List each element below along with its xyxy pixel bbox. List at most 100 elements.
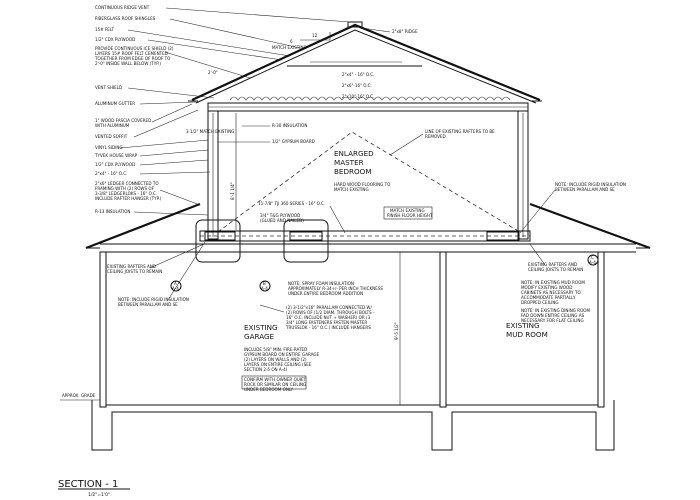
upper-height-dim: 8'-1 1/4" xyxy=(230,182,235,200)
tji-label: 11-7/8" TJI 360 SERIES - 16" O.C. xyxy=(258,201,325,206)
rigid-left-a: NOTE: INCLUDE RIGID INSULATION xyxy=(118,297,189,302)
confirm-box xyxy=(241,375,307,390)
garage-board-e: SECTION 2-5 ON A-4) xyxy=(244,367,288,372)
match-existing-left: 3 1/2" MATCH EXISTING xyxy=(186,129,234,134)
roof-match-existing-label: MATCH EXISTING xyxy=(272,45,307,50)
master-bedroom-line1: ENLARGED xyxy=(334,149,374,158)
left-note-14d: INCLUDE RAFTER HANGER (TYP.) xyxy=(95,196,162,201)
parallam-b: (2) ROWS OF (1/2 DIAM. THROUGH BOLTS - xyxy=(286,310,375,315)
spray-foam-c: UNDER ENTIRE BEDROOM ADDITION xyxy=(288,291,363,296)
garage-line1: EXISTING xyxy=(244,323,278,332)
left-note-10: VINYL SIDING xyxy=(95,145,123,150)
detail-box-left xyxy=(195,219,241,263)
plywood-label-a: 3/4" T&G PLYWOOD xyxy=(260,213,300,218)
rigid-right-b: BETWEEN PARALLAM AND SE xyxy=(555,187,615,192)
parallam-e: TRUSSLOK - 16" O.C.) INCLUDE HANGERS xyxy=(285,325,371,330)
callout-b-sub: A-4 xyxy=(261,286,268,291)
pitch-6-label: 6 xyxy=(290,39,293,44)
existing-rafters-right-b: CEILING JOISTS TO REMAIN xyxy=(528,267,583,272)
callout-a-letter: A xyxy=(174,281,177,286)
interior-wall xyxy=(439,251,447,408)
existing-rafters-right-a: EXISTING RAFTERS AND xyxy=(528,262,577,267)
plywood-label-b: (GLUED AND NAILED) xyxy=(260,218,304,223)
ridge-vent xyxy=(347,21,363,28)
existing-line-label-a: LINE OF EXISTING RAFTERS TO BE xyxy=(425,129,495,134)
existing-rafters-b: CEILING JOISTS TO REMAIN xyxy=(107,269,162,274)
finish-floor-label-b: FINISH FLOOR HEIGHT xyxy=(387,213,433,218)
left-notes: CONTINUOUS RIDGE VENT FIBERGLASS ROOF SH… xyxy=(94,5,351,216)
left-note-12: 1/2" CDX PLYWOOD xyxy=(95,162,135,167)
garage-left-wall xyxy=(99,251,107,408)
rigid-right-a: NOTE: INCLUDE RIGID INSULATION xyxy=(555,182,626,187)
parallam-c: 16" O.C. INCLUDE NUT + WASHER) OR (3 xyxy=(286,315,371,320)
rafter-2x6-label: 2"x6"-16" O.C. xyxy=(342,83,372,88)
title-block: SECTION - 1 1/2"=1'0" xyxy=(58,479,130,498)
garage-board-a: INCLUDE 5/8" MIN. FIRE-RATED xyxy=(244,347,307,352)
parallam-mid xyxy=(289,231,323,241)
lower-roof xyxy=(85,202,651,253)
pitch-12-label: 12 xyxy=(312,33,318,38)
foundation xyxy=(91,400,615,451)
joist-2x10-label: 2"x10"-16" O.C. xyxy=(342,94,374,99)
callout-c xyxy=(587,254,599,266)
left-note-2: FIBERGLASS ROOF SHINGLES xyxy=(95,16,156,21)
left-note-5c: TOGETHER FROM EDGE OF ROOF TO xyxy=(94,56,170,61)
room-labels: ENLARGED MASTER BEDROOM EXISTING GARAGE … xyxy=(244,149,548,341)
hardwood-label-a: HARD WOOD FLOORING TO xyxy=(334,182,390,187)
right-notes: NOTE: INCLUDE RIGID INSULATION BETWEEN P… xyxy=(519,182,626,323)
dining-note-c: NECESSARY FOR FLAT CEILING xyxy=(521,318,584,323)
mud-room-note-d: ACCOMMODATE PARTIALLY xyxy=(521,295,576,300)
left-note-9: VENTED SOFFIT xyxy=(95,134,128,139)
section-scale: 1/2"=1'0" xyxy=(88,492,110,498)
mud-room-note-e: DROPPED CEILING xyxy=(521,300,559,305)
left-note-13: 2"x4" - 16" O.C. xyxy=(95,171,127,176)
left-note-6: VENT SHIELD xyxy=(95,85,122,90)
left-note-5b: LAYERS 15# ROOF FELT CEMENTED xyxy=(95,51,168,56)
ridge-beam-label: 2"x8" RIDGE xyxy=(392,29,418,34)
left-note-14c: 3-3/8" LEDGERLOKS - 16" O.C. xyxy=(95,191,157,196)
garage-board-b: GYPSUM BOARD ON ENTIRE GARAGE xyxy=(244,352,320,357)
lower-notes: EXISTING RAFTERS AND CEILING JOISTS TO R… xyxy=(107,241,383,392)
parallam-a: (2) 3-1/2"x16" PARALLAM CONNECTED W/ xyxy=(286,305,372,310)
confirm-a: CONFIRM WITH OWNER QUIET xyxy=(244,377,307,382)
approx-grade-label: APPROX. GRADE xyxy=(62,393,96,398)
left-note-8b: WITH ALUMINUM xyxy=(95,123,130,128)
callout-b xyxy=(259,280,271,292)
left-note-8a: 1" WOOD FASCIA COVERED xyxy=(95,118,151,123)
detail-box-mid xyxy=(283,219,329,263)
rigid-left-b: BETWEEN PARALLAM AND SE xyxy=(118,302,178,307)
dining-note-a: NOTE: IN EXISTING DINING ROOM xyxy=(521,308,591,313)
mud-room-note-b: MODIFY EXISTING WOOD xyxy=(521,285,572,290)
existing-line-label-b: REMOVED xyxy=(425,134,446,139)
existing-rafter-line xyxy=(217,131,521,233)
spray-foam-b: APPROXIMATELY R-34+/- PER INCH THICKNESS xyxy=(288,286,383,291)
garage-height-dim: 9'-5 1/2" xyxy=(394,322,399,340)
master-bedroom-line2: MASTER xyxy=(334,158,364,167)
garage-line2: GARAGE xyxy=(244,332,275,341)
left-note-3: 15# FELT xyxy=(95,27,115,32)
mud-room-line2: MUD ROOM xyxy=(506,330,548,339)
confirm-c: UNDER BEDROOM ONLY xyxy=(244,387,294,392)
hardwood-label-b: MATCH EXISTING xyxy=(334,187,369,192)
right-upper-wall xyxy=(517,110,529,240)
callout-a xyxy=(170,280,182,292)
left-note-14b: FRAMING WITH (2) ROWS OF xyxy=(95,186,155,191)
mud-room-note-c: CABINETS AS NECESSARY TO xyxy=(521,290,581,295)
attic-insulation xyxy=(229,96,511,101)
left-note-1: CONTINUOUS RIDGE VENT xyxy=(95,5,150,10)
left-note-7: ALUMINUM GUTTER xyxy=(95,101,135,106)
parallam-right xyxy=(486,231,520,241)
left-note-4: 1/2" CDX PLYWOOD xyxy=(95,37,135,42)
garage-board-d: LAYERS ON ENTIRE CEILING (SEE xyxy=(244,362,312,367)
existing-rafters-a: EXISTING RAFTERS AND xyxy=(107,264,156,269)
confirm-b: ROCK OR SIMILAR ON CEILING xyxy=(244,382,306,387)
left-note-14a: 2"x6" LEDGER CONNECTED TO xyxy=(95,181,159,186)
upper-notes: R-30 INSULATION 1/2" GYPSUM BOARD 3 1/2"… xyxy=(186,123,495,234)
left-note-15: R-13 INSULATION xyxy=(95,209,130,214)
dining-note-b: FAD DOWN ENTIRE CEILING AS xyxy=(521,313,585,318)
spray-foam-a: NOTE: SPRAY FOAM INSULATION xyxy=(288,281,354,286)
parallam-left xyxy=(204,231,236,241)
garage-board-c: (2) LAYERS ON WALLS AND (2) xyxy=(244,357,307,362)
overhang-dim: 2'-0" xyxy=(208,70,218,75)
